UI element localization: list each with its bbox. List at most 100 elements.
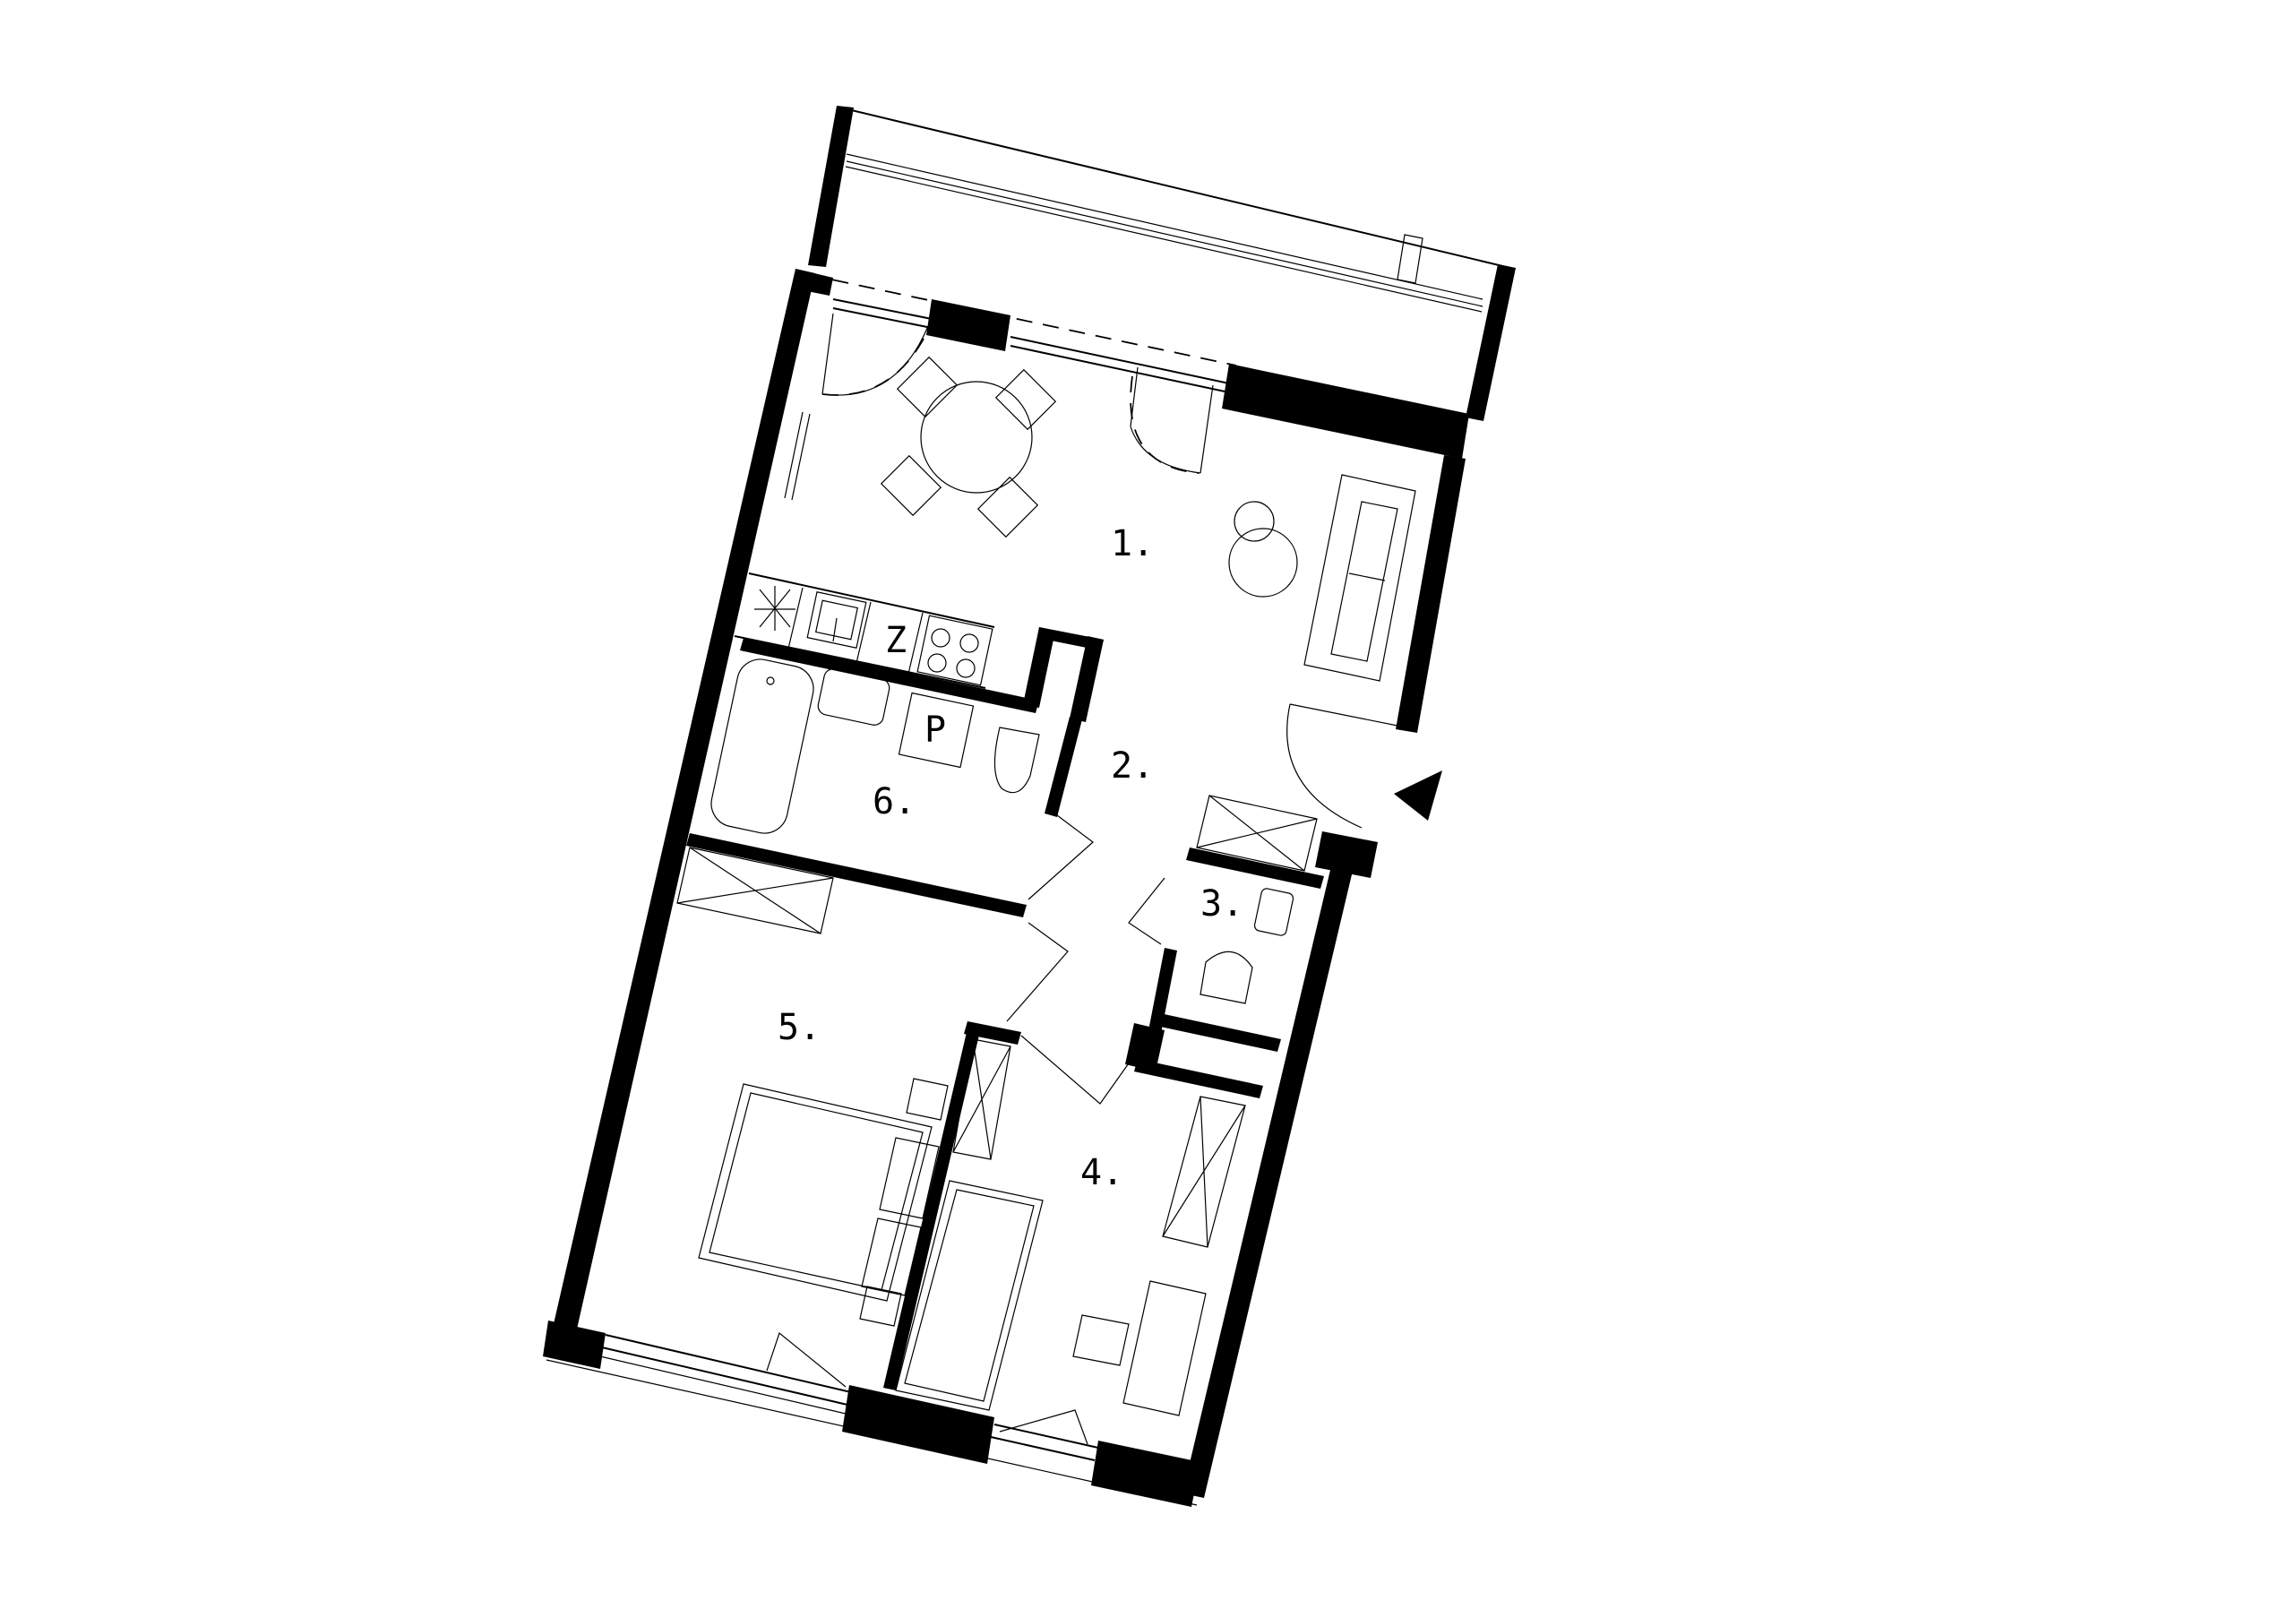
chair-bottom-left bbox=[880, 454, 942, 517]
kitchen-sink-icon bbox=[806, 591, 867, 649]
balcony-glass-1 bbox=[846, 153, 1483, 300]
room-label-wc: 3. bbox=[1200, 883, 1243, 925]
left-window-living-2 bbox=[791, 413, 811, 501]
chair-top-left bbox=[896, 356, 959, 418]
kitchen: Z bbox=[734, 572, 995, 689]
extractor-icon bbox=[754, 586, 795, 631]
wall-wc-corner bbox=[1125, 1023, 1165, 1071]
window-bedroom5-line2 bbox=[601, 1347, 848, 1406]
wall-bottom-left bbox=[543, 1321, 606, 1369]
window-bedroom4-line2 bbox=[990, 1436, 1096, 1461]
balcony-left-wall bbox=[808, 106, 854, 267]
double-bed-inner bbox=[709, 1092, 924, 1291]
wall-right-living bbox=[1396, 455, 1466, 733]
top-window-1a bbox=[832, 298, 933, 320]
pillow-bottom bbox=[861, 1218, 922, 1296]
washing-machine bbox=[898, 692, 975, 769]
entrance-arrow bbox=[1394, 770, 1442, 821]
wall-wc-left bbox=[1145, 948, 1177, 1052]
desk bbox=[1122, 1280, 1207, 1416]
counter-front bbox=[748, 572, 995, 628]
top-window-2b bbox=[1010, 345, 1230, 393]
single-bed-inner bbox=[904, 1189, 1035, 1402]
top-window-1b bbox=[832, 307, 933, 329]
wall-top-pier bbox=[926, 299, 1010, 351]
bathroom-fixtures: Z P bbox=[710, 658, 1040, 834]
nightstand-bottom bbox=[859, 1286, 902, 1327]
window-bedroom5-sash bbox=[766, 1331, 847, 1388]
room-label-living: 1. bbox=[1111, 523, 1154, 564]
wall-wc-top bbox=[1186, 848, 1324, 889]
living-furniture bbox=[1228, 474, 1416, 682]
wall-bed4-top-left bbox=[964, 1021, 1021, 1045]
counter-div-2 bbox=[856, 601, 872, 664]
window-bedroom5-line1 bbox=[605, 1334, 852, 1393]
interior-walls bbox=[686, 627, 1324, 1390]
room-labels: 1. 2. 3. 4. 5. 6. bbox=[778, 523, 1243, 1193]
counter-div-3 bbox=[907, 612, 924, 675]
duct-outer-left bbox=[1023, 627, 1055, 708]
balcony-glass-2 bbox=[846, 160, 1483, 307]
balcony-right-wall bbox=[1466, 264, 1516, 421]
bathroom-sink bbox=[817, 668, 890, 726]
chair-bottom-right bbox=[976, 476, 1039, 538]
wall-bottom-mid bbox=[842, 1385, 994, 1464]
wall-entrance-jamb bbox=[1315, 831, 1378, 878]
pillow-top bbox=[879, 1137, 940, 1219]
hall-closet bbox=[1196, 795, 1318, 872]
wall-right-lower bbox=[1182, 851, 1356, 1498]
chair-top-right bbox=[994, 368, 1057, 431]
balcony-rail bbox=[839, 107, 1515, 270]
double-bed bbox=[698, 1083, 933, 1302]
room-label-bedroom-main: 5. bbox=[778, 1007, 821, 1048]
entrance-door-swing bbox=[1286, 703, 1398, 829]
sofa bbox=[1303, 474, 1416, 682]
coffee-table-large bbox=[1228, 528, 1298, 598]
wall-wc-bottom bbox=[1152, 1012, 1281, 1052]
wall-bath-right bbox=[1045, 717, 1082, 817]
wall-top-right bbox=[1222, 364, 1469, 459]
balcony-door-left-swing bbox=[821, 313, 929, 396]
bedroom4-furniture bbox=[895, 1038, 1246, 1416]
interior-doors bbox=[1006, 814, 1165, 1105]
wc-toilet bbox=[1200, 951, 1253, 1004]
wall-bed4-top bbox=[1134, 1059, 1263, 1098]
wall-bath-bottom bbox=[686, 833, 1027, 917]
door-arc-left bbox=[821, 322, 933, 396]
door-wc bbox=[1128, 877, 1165, 945]
top-window-2a bbox=[1010, 336, 1230, 384]
dining-table bbox=[920, 381, 1033, 494]
balcony bbox=[805, 106, 1516, 421]
window-bedroom4-line1 bbox=[993, 1424, 1099, 1449]
wall-bath-top bbox=[740, 638, 1039, 713]
door-bathroom bbox=[1028, 814, 1094, 900]
counter-div-1 bbox=[787, 587, 804, 650]
nightstand-top bbox=[906, 1078, 949, 1121]
window-outer-line bbox=[546, 1359, 1198, 1506]
duct-outer-right bbox=[1070, 636, 1104, 722]
bathtub bbox=[710, 658, 814, 834]
fridge-letter: Z bbox=[885, 620, 907, 661]
wall-left bbox=[548, 269, 815, 1353]
wall-top-1 bbox=[794, 269, 833, 296]
washer-letter-visible: P bbox=[924, 710, 946, 751]
bottom-windows bbox=[546, 1331, 1198, 1506]
bedroom5-furniture bbox=[676, 847, 949, 1327]
dining-set bbox=[880, 356, 1057, 538]
wc-fixtures bbox=[1200, 888, 1294, 1004]
bathroom-toilet bbox=[993, 727, 1040, 794]
window-bedroom5-line3 bbox=[599, 1355, 847, 1415]
desk-chair bbox=[1072, 1314, 1130, 1366]
duct-top bbox=[1037, 627, 1104, 650]
entrance bbox=[1286, 703, 1442, 829]
room-label-hall: 2. bbox=[1111, 745, 1154, 787]
coffee-table-small bbox=[1234, 501, 1275, 542]
door-bedroom4 bbox=[1020, 1035, 1131, 1105]
balcony-glass-3 bbox=[845, 166, 1483, 313]
single-bed bbox=[895, 1180, 1044, 1411]
wall-bottom-right bbox=[1091, 1441, 1200, 1507]
balcony-edge-dashed bbox=[805, 273, 1237, 366]
wall-bed5-bed4 bbox=[883, 1028, 980, 1390]
bathtub-drain bbox=[766, 676, 775, 685]
